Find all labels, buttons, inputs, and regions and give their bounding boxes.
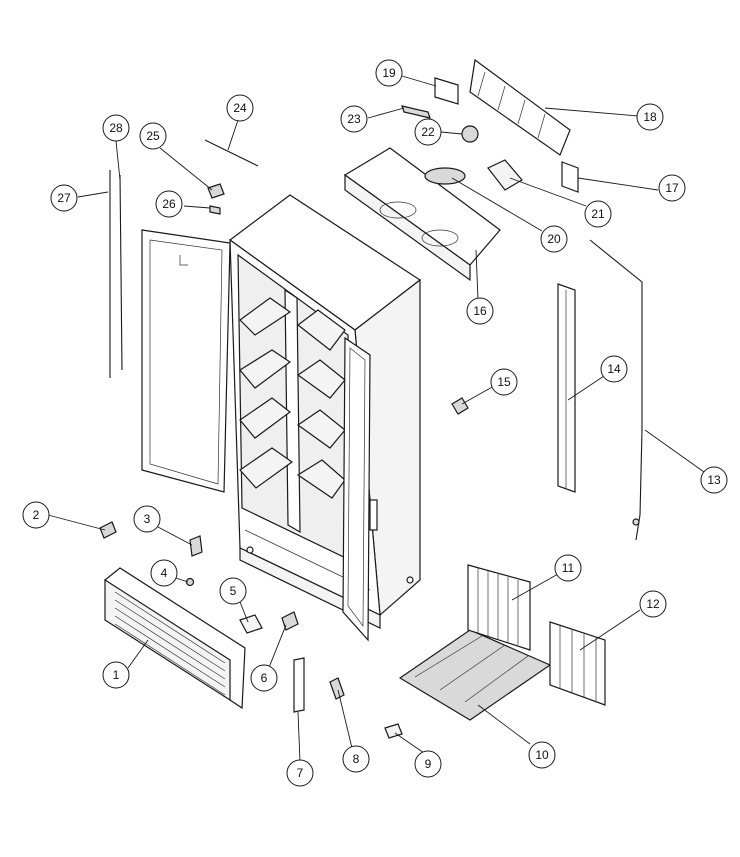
svg-text:10: 10 (535, 748, 549, 762)
callout-15: 15 (490, 368, 518, 396)
svg-text:16: 16 (473, 304, 487, 318)
part-1-front-grille (104, 567, 246, 710)
callout-3: 3 (133, 505, 161, 533)
callout-13: 13 (700, 466, 728, 494)
part-28-strip (119, 174, 123, 371)
callout-9: 9 (414, 750, 442, 778)
svg-text:9: 9 (425, 757, 432, 771)
part-16-tray (343, 147, 501, 282)
part-8-latch (329, 677, 345, 700)
part-17-plate (561, 161, 579, 193)
callout-16: 16 (466, 297, 494, 325)
svg-text:14: 14 (607, 362, 621, 376)
svg-text:21: 21 (591, 207, 605, 221)
part-11-grille (467, 564, 531, 651)
callout-11: 11 (554, 554, 582, 582)
part-26-pin (209, 205, 221, 215)
svg-text:7: 7 (297, 766, 304, 780)
callout-21: 21 (584, 200, 612, 228)
part-14-rail (557, 283, 576, 493)
part-24-rod (204, 139, 259, 167)
svg-text:11: 11 (562, 561, 575, 575)
callout-2: 2 (22, 501, 50, 529)
svg-text:17: 17 (665, 181, 679, 195)
svg-text:2: 2 (33, 508, 40, 522)
callout-25: 25 (139, 122, 167, 150)
part-2-hinge (99, 521, 117, 539)
shelves (239, 297, 346, 499)
callout-17: 17 (658, 174, 686, 202)
callout-22: 22 (414, 118, 442, 146)
callout-20: 20 (540, 225, 568, 253)
svg-text:26: 26 (162, 197, 176, 211)
callout-10: 10 (528, 741, 556, 769)
svg-text:3: 3 (144, 512, 151, 526)
right-door (342, 336, 378, 642)
callout-27: 27 (50, 184, 78, 212)
part-6-clip (281, 611, 299, 631)
part-13-cord (589, 239, 643, 541)
part-19-cover (434, 77, 459, 105)
callout-24: 24 (226, 94, 254, 122)
part-18-top-grille (469, 58, 571, 156)
svg-text:1: 1 (113, 668, 120, 682)
svg-text:18: 18 (643, 110, 657, 124)
svg-text:8: 8 (353, 752, 360, 766)
part-5-block (239, 614, 263, 634)
svg-text:25: 25 (146, 129, 160, 143)
callout-23: 23 (340, 105, 368, 133)
callout-4: 4 (150, 559, 178, 587)
callouts: 1 2 3 4 5 6 7 8 9 10 11 12 13 14 15 16 1… (22, 59, 728, 787)
part-15-clip (451, 397, 469, 415)
part-7-post (293, 657, 305, 713)
svg-text:6: 6 (261, 671, 268, 685)
svg-text:19: 19 (382, 66, 396, 80)
svg-text:22: 22 (421, 125, 435, 139)
callout-14: 14 (600, 355, 628, 383)
callout-19: 19 (375, 59, 403, 87)
svg-text:23: 23 (347, 112, 361, 126)
svg-text:5: 5 (230, 584, 237, 598)
svg-text:15: 15 (497, 375, 511, 389)
svg-text:12: 12 (646, 597, 660, 611)
part-3-bracket (189, 535, 203, 557)
part-25-hinge (207, 183, 225, 199)
callout-28: 28 (102, 114, 130, 142)
callout-5: 5 (219, 577, 247, 605)
part-21-housing (487, 159, 523, 191)
svg-text:4: 4 (161, 566, 168, 580)
callout-26: 26 (155, 190, 183, 218)
callout-12: 12 (639, 590, 667, 618)
svg-text:24: 24 (233, 101, 247, 115)
svg-text:27: 27 (57, 191, 71, 205)
cabinet (228, 194, 422, 629)
svg-text:28: 28 (109, 121, 123, 135)
svg-text:20: 20 (547, 232, 561, 246)
svg-text:13: 13 (707, 473, 721, 487)
part-22-motor (461, 125, 479, 143)
callout-1: 1 (102, 661, 130, 689)
callout-6: 6 (250, 664, 278, 692)
part-23-bracket (401, 105, 431, 119)
left-door (141, 229, 231, 493)
callout-8: 8 (342, 745, 370, 773)
leader-lines (47, 75, 705, 763)
callout-7: 7 (286, 759, 314, 787)
part-4-screw (185, 577, 195, 587)
callout-18: 18 (636, 103, 664, 131)
part-12-grille (549, 621, 606, 706)
